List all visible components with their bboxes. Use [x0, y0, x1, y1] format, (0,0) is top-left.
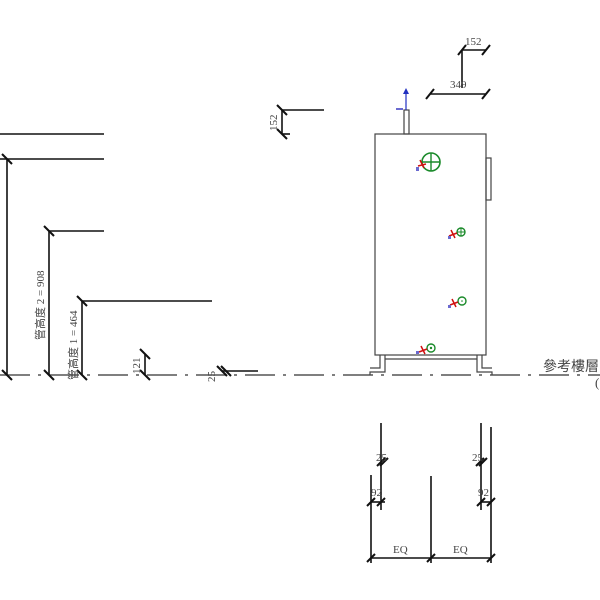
pipe-height-2-label: 管高度 2 = 908 — [33, 270, 47, 340]
connector-small-2-icon[interactable] — [448, 296, 467, 308]
connector-small-3-icon[interactable] — [416, 343, 436, 355]
dim-25-label: 25 — [206, 371, 218, 383]
eq-right-label: EQ — [453, 544, 468, 556]
reference-level-label: 參考樓層 — [543, 359, 599, 375]
reference-level-suffix: ( — [595, 375, 599, 390]
dim-152-left — [276, 104, 324, 140]
top-dims — [425, 44, 491, 100]
bottom-left-25-label: 25 — [376, 452, 388, 464]
bottom-dims — [366, 423, 496, 563]
dim-349-label: 349 — [450, 79, 467, 91]
dim-152-top-label: 152 — [465, 36, 482, 48]
dim-152-left-label: 152 — [268, 115, 280, 132]
bottom-left-92-label: 92 — [371, 487, 382, 499]
bottom-right-92-label: 92 — [478, 487, 489, 499]
pipe-lines-left — [0, 133, 258, 381]
axis-arrow-icon — [396, 88, 409, 110]
connector-large-icon[interactable] — [416, 152, 441, 172]
bottom-right-25-label: 25 — [472, 452, 484, 464]
equipment-tank[interactable] — [369, 109, 493, 375]
dim-121-label: 121 — [131, 358, 143, 375]
connector-small-1-icon[interactable] — [448, 227, 466, 239]
pipe-height-1-label: 管高度 1 = 464 — [66, 310, 80, 380]
eq-left-label: EQ — [393, 544, 408, 556]
